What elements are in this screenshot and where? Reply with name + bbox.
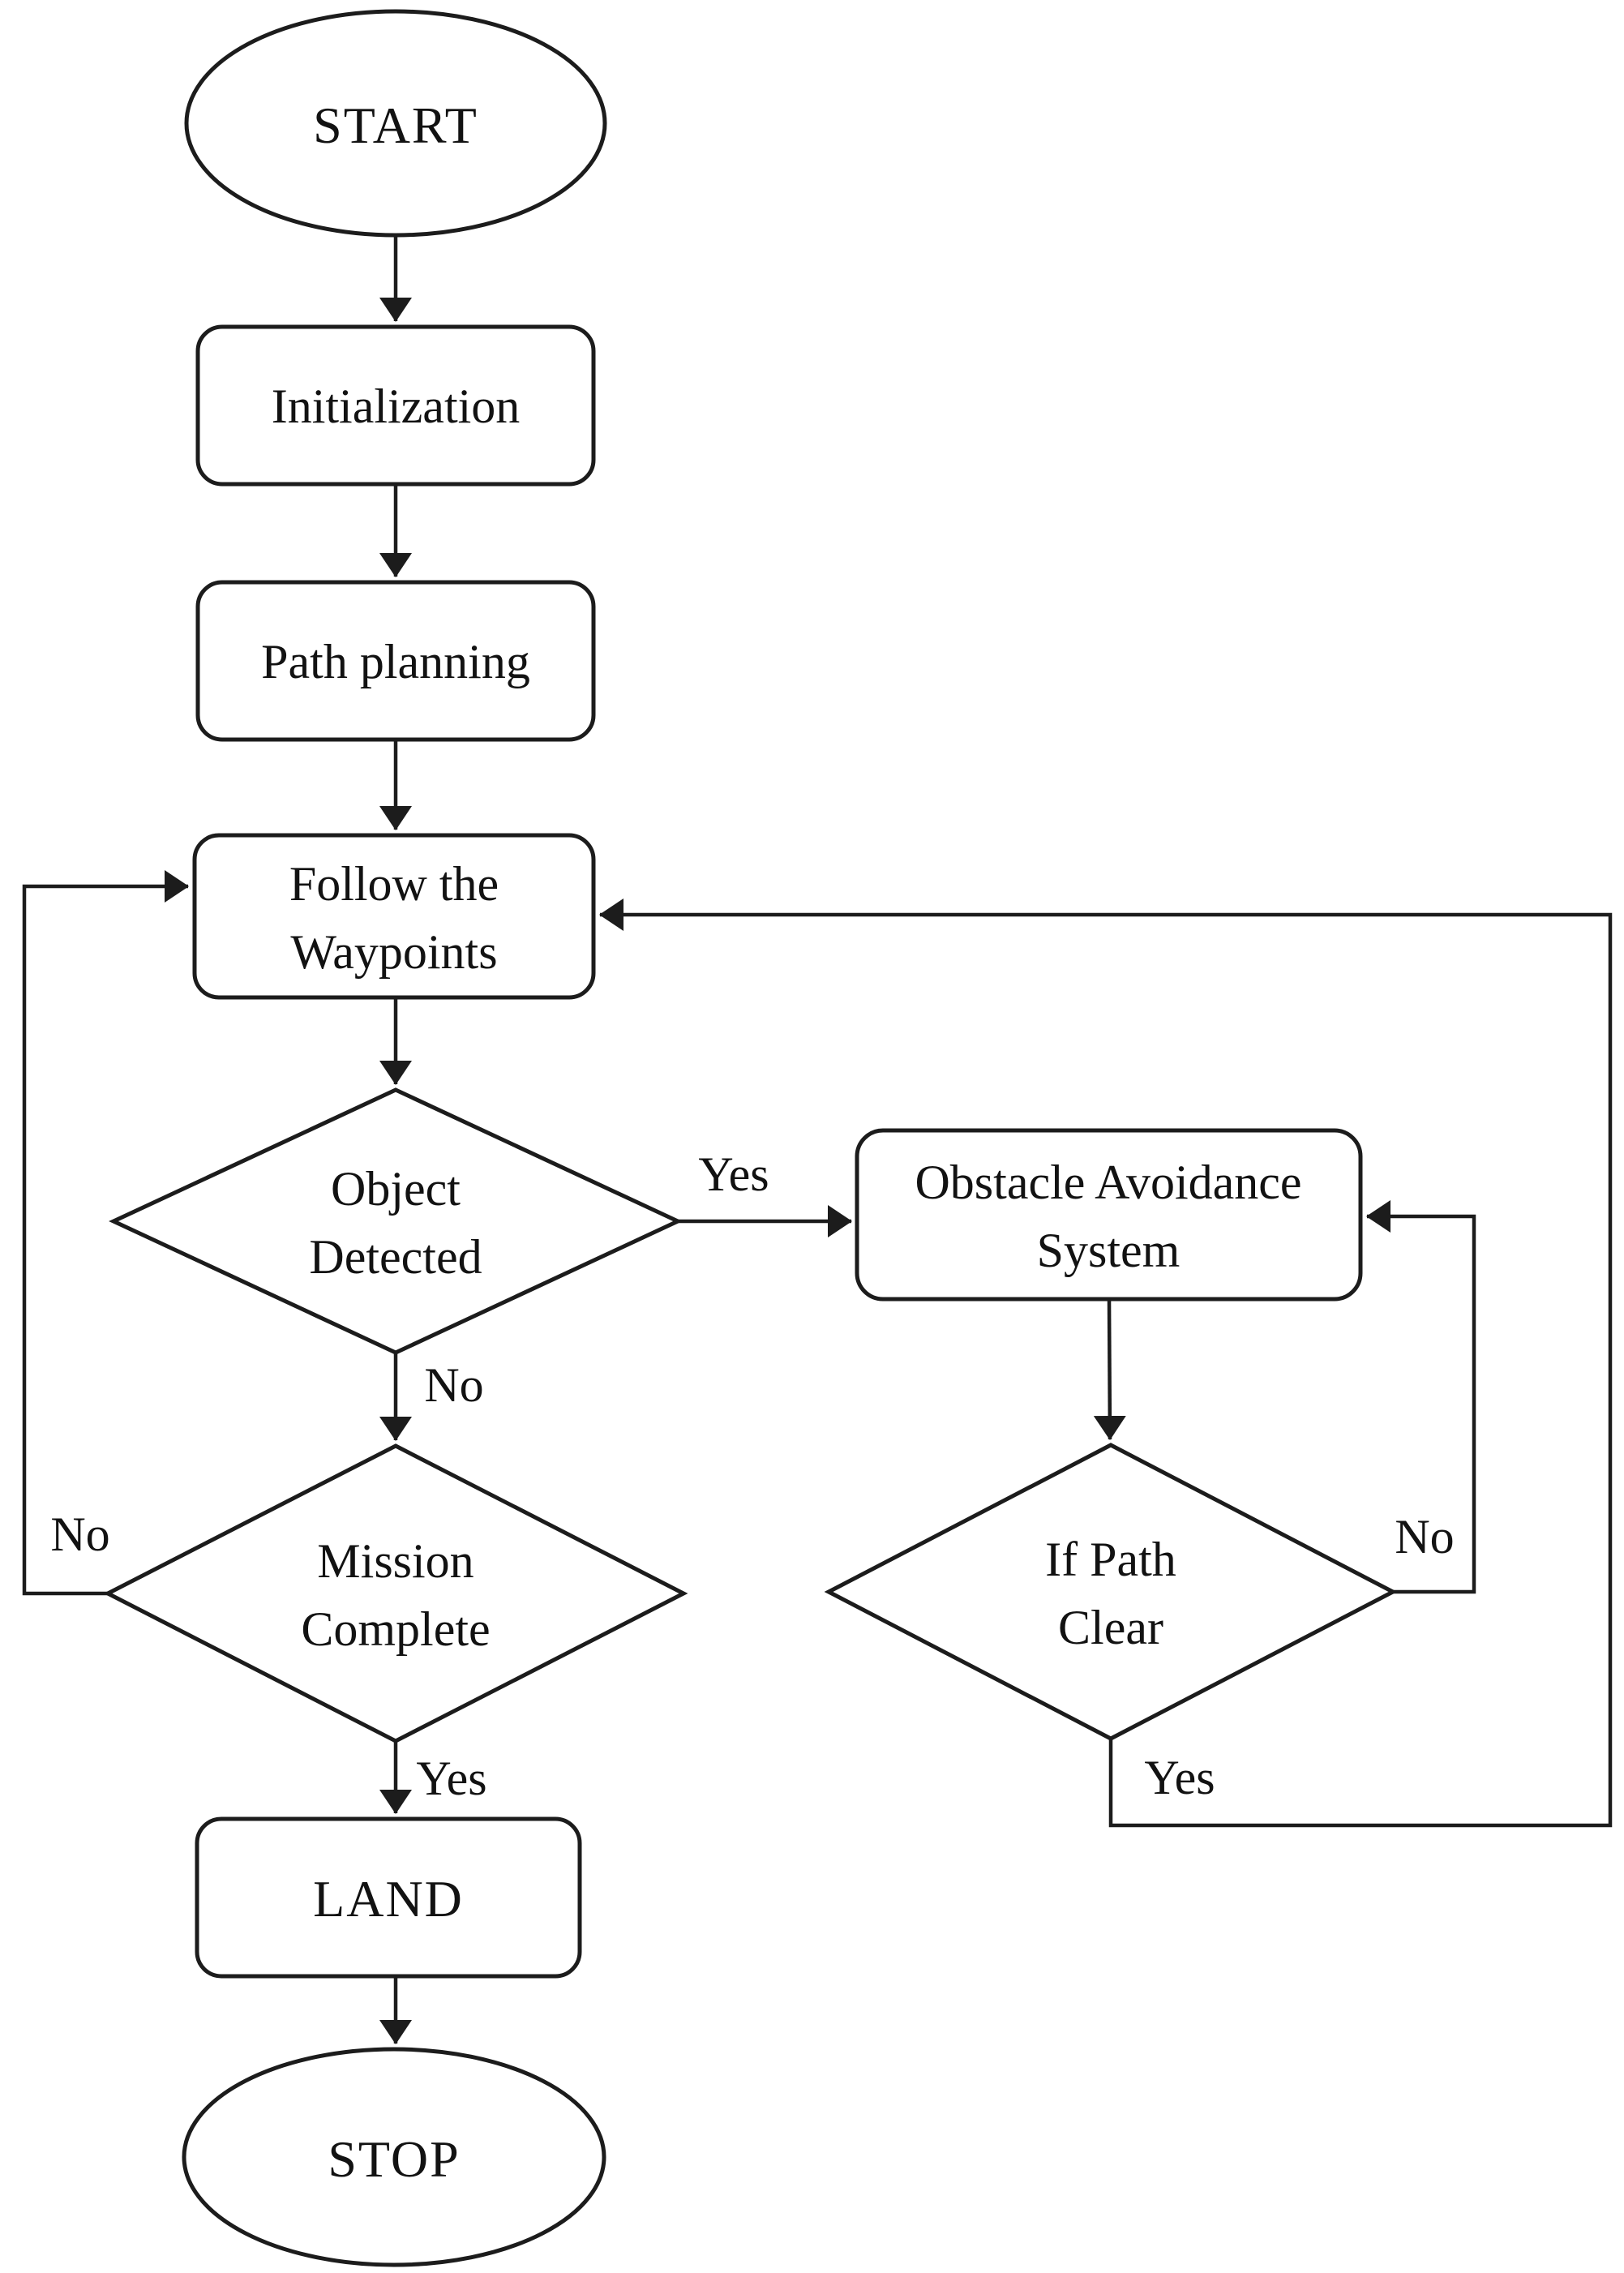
edges [22,235,1613,2044]
node-if-path-clear: If Path Clear [824,1443,1398,1741]
follow-waypoints-label-line2: Waypoints [290,925,497,979]
edge-labels: Yes No No Yes No Yes [50,1147,1454,1805]
stop-terminator-shape [182,2047,606,2267]
node-initialization: Initialization [195,324,596,487]
edge-if-path-clear-no-loop-to-obstacle-avoidance [1366,1200,1476,1594]
node-object-detected: Object Detected [109,1087,683,1355]
mission-complete-label-line2: Complete [301,1602,490,1656]
mission-complete-label-line1: Mission [317,1534,473,1588]
obstacle-avoidance-process-shape [855,1128,1363,1302]
start-terminator-shape [184,9,607,238]
follow-waypoints-process-shape [192,833,596,1000]
if-path-clear-label-line2: Clear [1058,1601,1163,1654]
label-if-path-clear-no: No [1395,1510,1454,1563]
stop-label: STOP [328,2130,460,2188]
node-start: START [184,9,607,238]
initialization-label: Initialization [272,380,521,433]
label-mission-complete-no: No [50,1507,109,1561]
start-label: START [313,96,478,154]
node-follow-waypoints: Follow the Waypoints [192,833,596,1000]
label-object-detected-no: No [424,1358,483,1412]
edge-if-path-clear-yes-loop-to-follow-waypoints [599,898,1613,1828]
path-planning-process-shape [195,580,596,742]
follow-waypoints-label-line1: Follow the [289,857,499,911]
land-label: LAND [313,1870,464,1928]
node-mission-complete: Mission Complete [103,1443,688,1743]
node-land: LAND [195,1816,582,1979]
label-mission-complete-yes: Yes [416,1752,486,1805]
node-stop: STOP [182,2047,606,2267]
object-detected-label-line2: Detected [309,1230,482,1284]
path-planning-label: Path planning [261,635,530,688]
label-object-detected-yes: Yes [698,1147,769,1201]
mission-complete-decision-shape [103,1443,688,1743]
object-detected-decision-shape [109,1087,683,1355]
node-obstacle-avoidance: Obstacle Avoidance System [855,1128,1363,1302]
obstacle-avoidance-label-line1: Obstacle Avoidance [915,1156,1301,1209]
edge-obstacle-avoidance-to-if-path-clear [1093,1298,1126,1440]
object-detected-label-line1: Object [331,1162,461,1216]
node-path-planning: Path planning [195,580,596,742]
initialization-process-shape [195,324,596,487]
if-path-clear-decision-shape [824,1443,1398,1741]
land-process-shape [195,1816,582,1979]
obstacle-avoidance-label-line2: System [1037,1224,1181,1277]
if-path-clear-label-line1: If Path [1045,1533,1176,1586]
edge-mission-complete-no-loop-to-follow-waypoints [22,870,189,1596]
label-if-path-clear-yes: Yes [1144,1751,1215,1804]
